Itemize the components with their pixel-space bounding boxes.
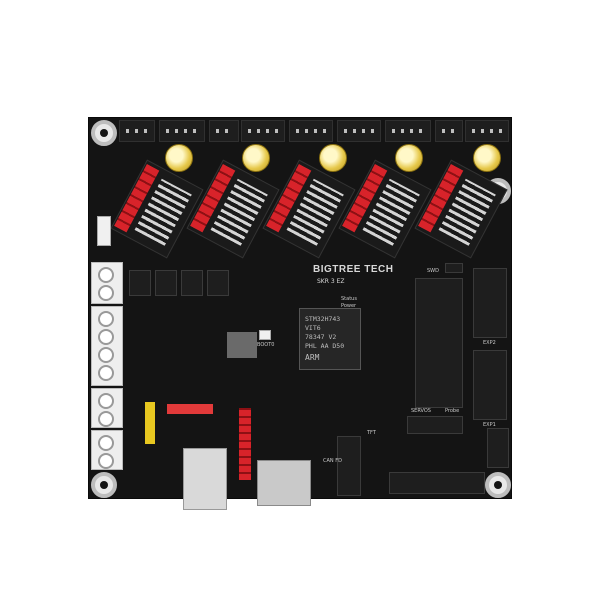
motor-header-7 <box>385 120 431 142</box>
mcu-lot-code: 78347 V2 <box>305 333 337 341</box>
terminal-screw <box>98 453 114 469</box>
red-jumper-block <box>167 404 213 414</box>
red-pin-header <box>239 408 251 480</box>
usb-port[interactable] <box>183 448 227 510</box>
terminal-screw <box>98 267 114 283</box>
brand-logo-text: BIGTREE TECH <box>313 264 394 275</box>
stepper-driver-slot-4 <box>338 159 432 259</box>
boot-switch[interactable] <box>227 332 257 358</box>
swd-header <box>445 263 463 273</box>
can-fd-label: CAN FD <box>323 458 342 464</box>
terminal-screw <box>98 347 114 363</box>
mounting-hole-bottom-right <box>485 472 511 498</box>
fan-header-3 <box>181 270 203 296</box>
exp2-header <box>473 268 507 338</box>
screw-terminal-block-top <box>91 262 123 304</box>
terminal-screw <box>98 285 114 301</box>
tft-label: TFT <box>367 430 376 436</box>
motor-header-5 <box>289 120 333 142</box>
mounting-hole-bottom-left <box>91 472 117 498</box>
mcu-variant: VIT6 <box>305 324 321 332</box>
fan-header-1 <box>129 270 151 296</box>
boot0-label: BOOT0 <box>257 342 275 348</box>
stepper-driver-slot-3 <box>262 159 356 259</box>
capacitor-1 <box>165 144 193 172</box>
terminal-screw <box>98 365 114 381</box>
terminal-screw <box>98 311 114 327</box>
mcu-part-number: STM32H743 <box>305 315 341 323</box>
probe-label: Probe <box>445 408 460 414</box>
screw-terminal-block-bottom <box>91 430 123 470</box>
exp1-label: EXP1 <box>483 422 496 428</box>
motor-header-3 <box>209 120 239 142</box>
power-header-right <box>487 428 509 468</box>
stepper-driver-slot-2 <box>186 159 280 259</box>
swd-label: SWD <box>427 268 439 274</box>
terminal-screw <box>98 329 114 345</box>
fuse <box>145 402 155 444</box>
exp2-label: EXP2 <box>483 340 496 346</box>
exp1-header <box>473 350 507 420</box>
terminal-screw <box>98 435 114 451</box>
status-led-label: Status <box>341 296 357 302</box>
fan-header-2 <box>155 270 177 296</box>
capacitor-2 <box>242 144 270 172</box>
power-led-label: Power <box>341 303 357 309</box>
reset-button[interactable] <box>259 330 271 340</box>
screw-terminal-block-lower <box>91 388 123 428</box>
stepper-driver-slot-5 <box>414 159 508 259</box>
servos-label: SERVOS <box>411 408 431 414</box>
motor-header-1 <box>119 120 155 142</box>
mcu-chip: STM32H743 VIT6 78347 V2 PHL AA D50 ARM <box>299 308 361 370</box>
controller-board: BIGTREE TECH SKR 3 EZ SWD Status Power S… <box>88 117 512 510</box>
screw-terminal-block-middle <box>91 306 123 386</box>
thermistor-header-bank <box>389 472 485 494</box>
sd-card-slot[interactable] <box>257 460 311 506</box>
capacitor-4 <box>395 144 423 172</box>
motor-header-2 <box>159 120 205 142</box>
tft-header <box>337 436 361 496</box>
capacitor-3 <box>319 144 347 172</box>
model-label: SKR 3 EZ <box>317 278 345 285</box>
motor-header-8 <box>435 120 463 142</box>
terminal-screw <box>98 411 114 427</box>
motor-header-9 <box>465 120 509 142</box>
mcu-arm-mark: ARM <box>305 353 320 362</box>
motor-header-6 <box>337 120 381 142</box>
capacitor-5 <box>473 144 501 172</box>
fan-header-4 <box>207 270 229 296</box>
motor-header-4 <box>241 120 285 142</box>
mcu-date-code: PHL AA D50 <box>305 342 345 350</box>
mounting-hole-top-left <box>91 120 117 146</box>
white-connector-left <box>97 216 111 246</box>
servo-probe-header <box>407 416 463 434</box>
terminal-screw <box>98 393 114 409</box>
stepper-driver-slot-1 <box>110 159 204 259</box>
endstop-header-bank <box>415 278 463 408</box>
